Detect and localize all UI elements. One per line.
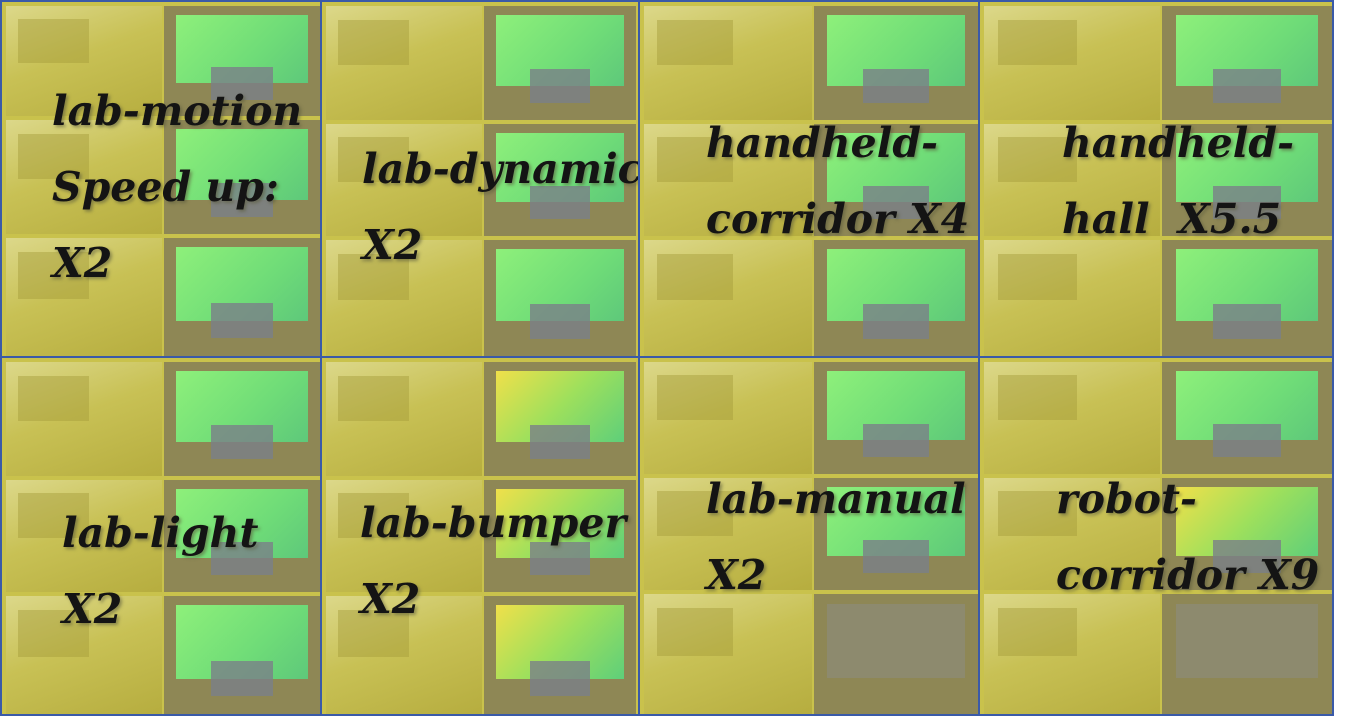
rgb-frame [644, 478, 812, 590]
caption-line: Speed up: [52, 162, 280, 211]
rgb-frame [984, 478, 1160, 590]
rgb-frame [644, 240, 812, 356]
panel-caption: lab-dynamic X2 [362, 132, 640, 284]
depth-frame [1162, 478, 1332, 590]
depth-frame [814, 240, 978, 356]
rgb-frame [6, 120, 162, 234]
depth-frame [164, 596, 320, 714]
depth-frame [814, 6, 978, 120]
rgb-frame [6, 238, 162, 356]
rgb-frame [644, 594, 812, 714]
rgb-frame [6, 596, 162, 714]
caption-line: corridor X4 [706, 194, 970, 243]
panel-caption: handheld- corridor X4 [706, 106, 969, 258]
panel-caption: handheld- hall X5.5 [1062, 106, 1294, 258]
caption-line: lab-manual [706, 475, 966, 523]
caption-line: X2 [362, 220, 423, 269]
caption-line: corridor X9 [1056, 550, 1320, 599]
panel-caption: lab-motion Speed up: X2 [52, 74, 302, 302]
rgb-frame [6, 362, 162, 476]
rgb-frame [644, 362, 812, 474]
rgb-frame [984, 362, 1160, 474]
depth-frame [814, 362, 978, 474]
caption-line: lab-motion [52, 87, 303, 135]
depth-frame [164, 480, 320, 592]
caption-line: X2 [52, 238, 113, 287]
depth-frame [164, 120, 320, 234]
depth-frame [1162, 594, 1332, 714]
rgb-frame [984, 240, 1160, 356]
rgb-frame [326, 362, 482, 476]
panel-caption: robot- corridor X9 [1056, 462, 1319, 614]
caption-line: handheld- [1062, 119, 1295, 167]
rgb-frame [984, 6, 1160, 120]
caption-line: lab-light [62, 509, 259, 557]
depth-frame [814, 124, 978, 236]
depth-frame [484, 6, 636, 120]
rgb-frame [644, 124, 812, 236]
depth-frame [164, 6, 320, 116]
panel-robot-corridor: robot- corridor X9 [978, 356, 1334, 716]
depth-frame [484, 124, 636, 236]
depth-frame [1162, 6, 1332, 120]
depth-frame [484, 480, 636, 592]
rgb-frame [326, 6, 482, 120]
panel-lab-manual: lab-manual X2 [638, 356, 980, 716]
panel-lab-motion: lab-motion Speed up: X2 [0, 0, 322, 358]
panel-caption: lab-manual X2 [706, 462, 966, 614]
caption-line: hall X5.5 [1062, 194, 1282, 243]
caption-line: lab-bumper [360, 499, 627, 547]
depth-frame [1162, 124, 1332, 236]
rgb-frame [984, 594, 1160, 714]
caption-line: X2 [62, 584, 123, 633]
rgb-frame [984, 124, 1160, 236]
caption-line: handheld- [706, 119, 939, 167]
rgb-frame [326, 124, 482, 236]
panel-lab-light: lab-light X2 [0, 356, 322, 716]
depth-frame [484, 596, 636, 714]
panel-handheld-corridor: handheld- corridor X4 [638, 0, 980, 358]
caption-line: X2 [706, 550, 767, 599]
rgb-frame [326, 596, 482, 714]
rgb-frame [6, 6, 162, 116]
depth-frame [484, 362, 636, 476]
depth-frame [164, 362, 320, 476]
depth-frame [1162, 362, 1332, 474]
depth-frame [814, 594, 978, 714]
depth-frame [1162, 240, 1332, 356]
rgb-frame [326, 240, 482, 356]
panel-lab-bumper: lab-bumper X2 [320, 356, 640, 716]
rgb-frame [326, 480, 482, 592]
caption-line: X2 [360, 574, 421, 623]
panel-lab-dynamic: lab-dynamic X2 [320, 0, 640, 358]
panel-caption: lab-bumper X2 [360, 486, 626, 638]
rgb-frame [6, 480, 162, 592]
rgb-frame [644, 6, 812, 120]
panel-handheld-hall: handheld- hall X5.5 [978, 0, 1334, 358]
panel-caption: lab-light X2 [62, 496, 258, 648]
depth-frame [814, 478, 978, 590]
caption-line: lab-dynamic [362, 145, 640, 193]
depth-frame [484, 240, 636, 356]
depth-frame [164, 238, 320, 356]
caption-line: robot- [1056, 475, 1197, 523]
